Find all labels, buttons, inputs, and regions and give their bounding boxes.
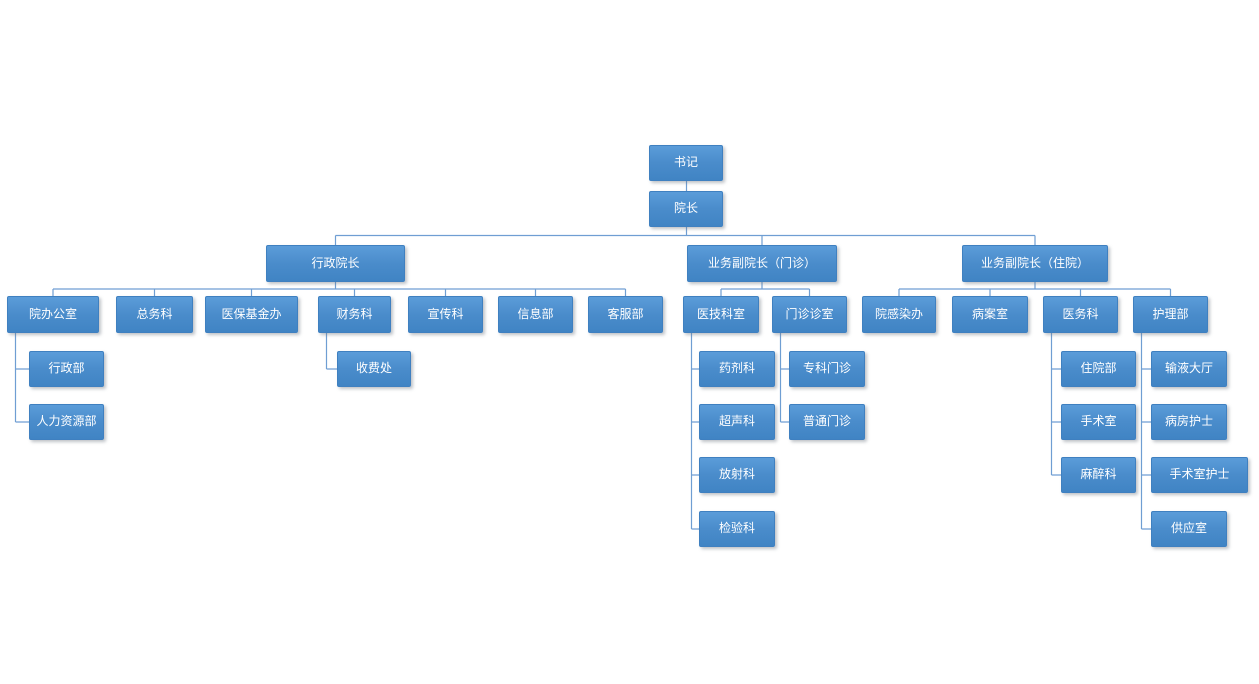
node-information[interactable]: 信息部 <box>498 296 573 333</box>
connector-medical-tech-children <box>690 333 699 530</box>
node-specialist-clinic[interactable]: 专科门诊 <box>789 351 865 387</box>
node-nursing[interactable]: 护理部 <box>1133 296 1208 333</box>
node-ward-nurse[interactable]: 病房护士 <box>1151 404 1227 440</box>
node-outpatient-clinics[interactable]: 门诊诊室 <box>772 296 847 333</box>
node-medical-records[interactable]: 病案室 <box>952 296 1028 333</box>
node-admin-vp[interactable]: 行政院长 <box>266 245 405 282</box>
connector-outpatient-vp-children <box>720 282 811 296</box>
node-medical-tech[interactable]: 医技科室 <box>683 296 759 333</box>
node-supply-room[interactable]: 供应室 <box>1151 511 1227 547</box>
connector-dean-office-children <box>14 333 29 423</box>
node-secretary[interactable]: 书记 <box>649 145 723 181</box>
node-inpatient-dept[interactable]: 住院部 <box>1061 351 1136 387</box>
connector-outpatient-clinics-children <box>779 333 789 423</box>
node-pharmacy[interactable]: 药剂科 <box>699 351 775 387</box>
connector-finance-children <box>325 333 337 370</box>
node-or-nurse[interactable]: 手术室护士 <box>1151 457 1248 493</box>
connector-medical-affairs-children <box>1050 333 1061 476</box>
node-customer-service[interactable]: 客服部 <box>588 296 663 333</box>
connector-inpatient-vp-children <box>898 282 1172 296</box>
node-dean-office[interactable]: 院办公室 <box>7 296 99 333</box>
connector-nursing-children <box>1140 333 1151 530</box>
node-medical-affairs[interactable]: 医务科 <box>1043 296 1118 333</box>
node-infection-office[interactable]: 院感染办 <box>862 296 936 333</box>
node-hr-dept[interactable]: 人力资源部 <box>29 404 104 440</box>
connector-admin-vp-children <box>52 282 627 296</box>
node-inpatient-vp[interactable]: 业务副院长（住院） <box>962 245 1108 282</box>
connector-vp-drops <box>334 235 1036 245</box>
node-insurance-fund-office[interactable]: 医保基金办 <box>205 296 298 333</box>
node-general-affairs[interactable]: 总务科 <box>116 296 193 333</box>
node-president[interactable]: 院长 <box>649 191 723 227</box>
node-admin-dept[interactable]: 行政部 <box>29 351 104 387</box>
node-outpatient-vp[interactable]: 业务副院长（门诊） <box>687 245 837 282</box>
node-publicity[interactable]: 宣传科 <box>408 296 483 333</box>
node-general-clinic[interactable]: 普通门诊 <box>789 404 865 440</box>
node-laboratory[interactable]: 检验科 <box>699 511 775 547</box>
node-fee-office[interactable]: 收费处 <box>337 351 411 387</box>
node-ultrasound[interactable]: 超声科 <box>699 404 775 440</box>
node-radiology[interactable]: 放射科 <box>699 457 775 493</box>
node-anesthesiology[interactable]: 麻醉科 <box>1061 457 1136 493</box>
node-finance[interactable]: 财务科 <box>318 296 391 333</box>
node-infusion-hall[interactable]: 输液大厅 <box>1151 351 1227 387</box>
node-operating-room[interactable]: 手术室 <box>1061 404 1136 440</box>
